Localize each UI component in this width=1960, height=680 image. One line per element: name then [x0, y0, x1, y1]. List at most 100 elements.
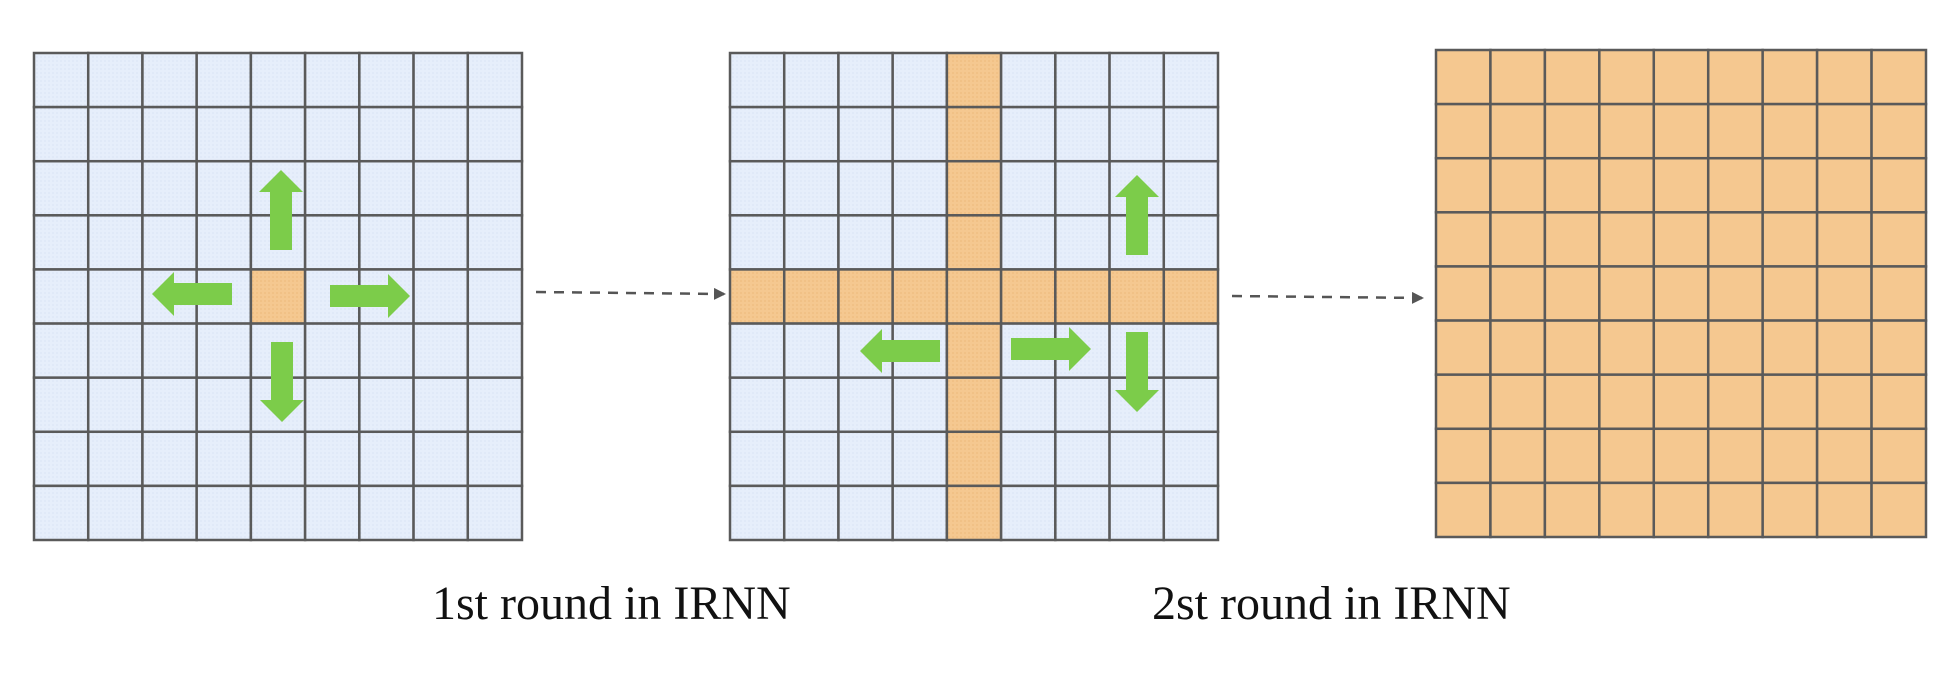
grid-cell — [32, 105, 90, 163]
grid-cell — [86, 105, 144, 163]
grid-cell-active — [1434, 102, 1492, 160]
grid-cell-active — [1543, 373, 1601, 431]
grid-cell — [32, 51, 90, 109]
grid-cell-active — [1706, 319, 1764, 376]
grid-cell-active — [1652, 427, 1710, 485]
grid-cell-active — [1598, 156, 1656, 214]
grid-cell-active — [1870, 319, 1928, 376]
grid-cell — [86, 484, 144, 542]
grid-cell-active — [1434, 211, 1492, 268]
grid-cell-active — [1489, 156, 1547, 214]
grid-cell — [466, 268, 524, 325]
grid-cell-active — [1434, 265, 1492, 322]
grid-cell — [1162, 430, 1220, 488]
grid-cell — [1162, 484, 1220, 542]
caption-round2: 2st round in IRNN — [1152, 577, 1511, 630]
grid-cell — [412, 322, 470, 379]
grid-cell — [837, 51, 894, 109]
grid-cell-active — [1815, 156, 1873, 214]
grid-cell — [1108, 484, 1166, 542]
grid-cell-active — [1598, 102, 1656, 160]
grid-cell — [141, 430, 198, 488]
grid-cell — [195, 376, 253, 434]
grid-cell-active — [945, 268, 1003, 325]
grid-cell-active — [1870, 211, 1928, 268]
grid-cell — [358, 51, 415, 109]
grid-cell — [891, 51, 949, 109]
grid-cell — [782, 322, 840, 379]
grid-cell-active — [945, 322, 1003, 379]
grid-cell-active — [1706, 481, 1764, 539]
grid-cell — [728, 51, 786, 109]
arrow-down-icon — [260, 342, 304, 422]
grid-cell — [303, 214, 361, 271]
grid-cell — [195, 159, 253, 217]
grid-cell-active — [1706, 373, 1764, 431]
grid-cell — [891, 105, 949, 163]
grid-cell — [837, 430, 894, 488]
grid-cell — [1108, 51, 1166, 109]
grid-cell — [466, 51, 524, 109]
grid-cell — [837, 376, 894, 434]
grid-cell — [249, 105, 307, 163]
grid-cell — [32, 430, 90, 488]
grid-cell — [358, 376, 415, 434]
grid-cell — [412, 105, 470, 163]
grid-cell-active — [1598, 48, 1656, 106]
grid-cell — [303, 322, 361, 379]
grid-cell — [782, 214, 840, 271]
grid-cell-active — [1652, 156, 1710, 214]
grid-cell-active — [1652, 265, 1710, 322]
grid-cell — [1162, 214, 1220, 271]
grid-cell-active — [1761, 427, 1819, 485]
grid-cell — [999, 376, 1057, 434]
grid-cell-active — [1434, 373, 1492, 431]
grid-cell — [1108, 430, 1166, 488]
grid-cell-active — [945, 214, 1003, 271]
grid-cell — [782, 159, 840, 217]
grid-cell-active — [1598, 427, 1656, 485]
grid-cell-active — [1652, 481, 1710, 539]
grid-cell-active — [1598, 265, 1656, 322]
grid-cell — [303, 376, 361, 434]
grid-cell — [358, 105, 415, 163]
grid-cell — [782, 376, 840, 434]
grid-cell — [999, 484, 1057, 542]
grid-cell — [303, 159, 361, 217]
grid-cell — [891, 159, 949, 217]
grid-cell — [195, 484, 253, 542]
grid-cell-active — [1489, 48, 1547, 106]
grid-cell-active — [1543, 265, 1601, 322]
grid-cell — [249, 51, 307, 109]
arrow-right-icon — [1011, 327, 1091, 371]
grid-cell — [466, 322, 524, 379]
grid-cell — [32, 159, 90, 217]
grid-cell — [303, 105, 361, 163]
grid-cell-active — [1870, 265, 1928, 322]
grid-cell — [999, 159, 1057, 217]
grid-cell-active — [1870, 427, 1928, 485]
grid-cell — [412, 268, 470, 325]
grid-cell — [466, 159, 524, 217]
grid-cell — [412, 51, 470, 109]
grid-cell-active — [1543, 48, 1601, 106]
grid-cell-active — [1652, 102, 1710, 160]
grid-cell-active — [1598, 211, 1656, 268]
grid-cell — [32, 214, 90, 271]
grid-cell — [1054, 51, 1111, 109]
grid-cell-active — [1815, 211, 1873, 268]
grid-cell — [891, 376, 949, 434]
grid-cell — [728, 430, 786, 488]
grid-cell-active — [945, 376, 1003, 434]
grid-cell-active — [945, 484, 1003, 542]
grid-cell-active — [891, 268, 949, 325]
grid-cell — [782, 51, 840, 109]
grid-cell-active — [1543, 211, 1601, 268]
grid-cell — [141, 484, 198, 542]
grid-cell — [358, 159, 415, 217]
grid-cell — [32, 376, 90, 434]
grid-cell — [86, 51, 144, 109]
caption-round1: 1st round in IRNN — [432, 577, 791, 630]
grid-cell — [466, 430, 524, 488]
